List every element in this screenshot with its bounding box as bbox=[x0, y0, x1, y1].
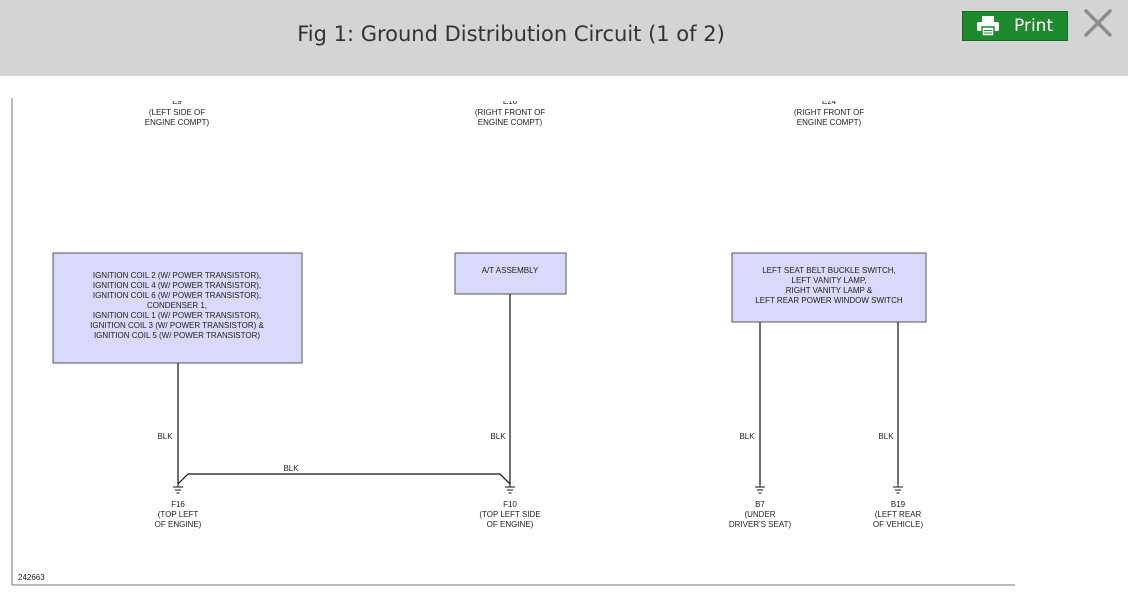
printer-icon bbox=[976, 15, 1000, 37]
connector-e9-location-2: ENGINE COMPT) bbox=[145, 118, 210, 127]
at-assembly-component bbox=[454, 252, 567, 295]
ground-f10-code: F10 bbox=[503, 500, 517, 509]
wiring-diagram-panel: E9 (LEFT SIDE OF ENGINE COMPT) E16 (RIGH… bbox=[0, 76, 1128, 598]
print-button[interactable]: Print bbox=[962, 11, 1068, 41]
seat-belt-component-label-4: LEFT REAR POWER WINDOW SWITCH bbox=[755, 296, 903, 305]
connector-e16-code: E16 bbox=[503, 97, 518, 106]
seat-belt-component-label-3: RIGHT VANITY LAMP & bbox=[786, 286, 873, 295]
ground-f16-code: F16 bbox=[171, 500, 185, 509]
ground-f10-location-2: OF ENGINE) bbox=[487, 520, 534, 529]
wire-color-label: BLK bbox=[283, 464, 299, 473]
ground-f16-location-2: OF ENGINE) bbox=[155, 520, 202, 529]
close-button[interactable] bbox=[1082, 7, 1114, 39]
ground-b7-location-2: DRIVER'S SEAT) bbox=[729, 520, 792, 529]
ignition-coils-label-7: IGNITION COIL 5 (W/ POWER TRANSISTOR) bbox=[94, 331, 260, 340]
ground-b19-location-2: OF VEHICLE) bbox=[873, 520, 924, 529]
ignition-coils-label-4: CONDENSER 1, bbox=[147, 301, 207, 310]
viewer-header: Fig 1: Ground Distribution Circuit (1 of… bbox=[0, 0, 1128, 76]
seat-belt-vanity-window-component bbox=[731, 252, 927, 323]
connector-e16-location-2: ENGINE COMPT) bbox=[478, 118, 543, 127]
wiring-diagram: E9 (LEFT SIDE OF ENGINE COMPT) E16 (RIGH… bbox=[11, 97, 1015, 586]
ground-b7-location-1: (UNDER bbox=[744, 510, 775, 519]
ignition-coils-label-5: IGNITION COIL 1 (W/ POWER TRANSISTOR), bbox=[93, 311, 261, 320]
figure-number: 242663 bbox=[18, 573, 45, 582]
seat-belt-component-label-1: LEFT SEAT BELT BUCKLE SWITCH, bbox=[762, 266, 896, 275]
connector-e9-code: E9 bbox=[172, 97, 182, 106]
connector-e16-location-1: (RIGHT FRONT OF bbox=[475, 108, 545, 117]
connector-e24-location-1: (RIGHT FRONT OF bbox=[794, 108, 864, 117]
ignition-coils-label-1: IGNITION COIL 2 (W/ POWER TRANSISTOR), bbox=[93, 271, 261, 280]
seat-belt-component-label-2: LEFT VANITY LAMP, bbox=[792, 276, 867, 285]
ground-b19-code: B19 bbox=[891, 500, 906, 509]
wire-color-label: BLK bbox=[739, 432, 755, 441]
print-label: Print bbox=[1014, 16, 1054, 36]
ignition-coils-label-6: IGNITION COIL 3 (W/ POWER TRANSISTOR) & bbox=[90, 321, 264, 330]
ground-symbol-icon bbox=[755, 484, 765, 494]
at-assembly-label: A/T ASSEMBLY bbox=[482, 266, 539, 275]
connector-e24-location-2: ENGINE COMPT) bbox=[797, 118, 862, 127]
connector-e24-code: E24 bbox=[822, 97, 837, 106]
wire-color-label: BLK bbox=[490, 432, 506, 441]
wire-splice-f16-f10 bbox=[177, 473, 511, 485]
wire-color-label: BLK bbox=[878, 432, 894, 441]
ground-symbol-icon bbox=[173, 484, 183, 494]
wire-color-label: BLK bbox=[157, 432, 173, 441]
ignition-coils-label-3: IGNITION COIL 6 (W/ POWER TRANSISTOR), bbox=[93, 291, 261, 300]
ground-b19-location-1: (LEFT REAR bbox=[875, 510, 922, 519]
close-icon bbox=[1084, 9, 1112, 37]
ground-b7-code: B7 bbox=[755, 500, 765, 509]
ground-f16-location-1: (TOP LEFT bbox=[158, 510, 199, 519]
ground-symbol-icon bbox=[505, 484, 515, 494]
ground-f10-location-1: (TOP LEFT SIDE bbox=[479, 510, 540, 519]
figure-title: Fig 1: Ground Distribution Circuit (1 of… bbox=[297, 22, 725, 46]
connector-e9-location-1: (LEFT SIDE OF bbox=[149, 108, 205, 117]
ground-symbol-icon bbox=[893, 484, 903, 494]
ignition-coils-label-2: IGNITION COIL 4 (W/ POWER TRANSISTOR), bbox=[93, 281, 261, 290]
ignition-coils-component bbox=[52, 252, 303, 364]
